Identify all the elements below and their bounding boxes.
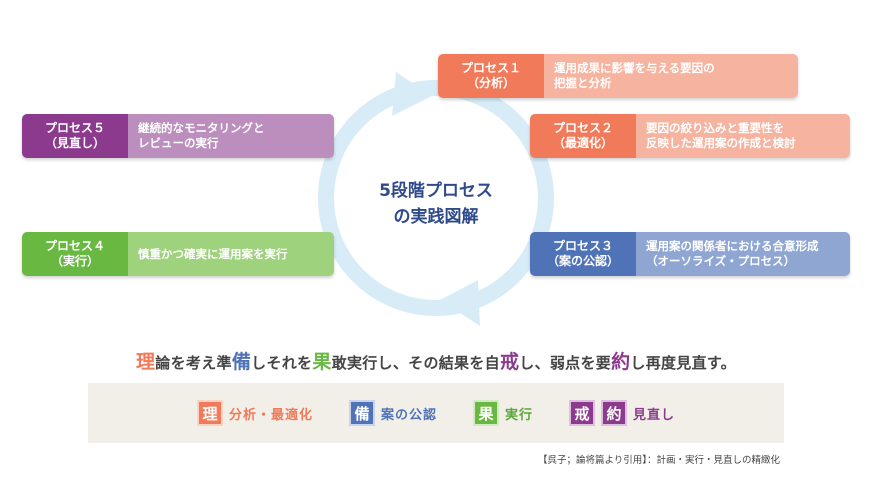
- keyword-box-ri: 理: [196, 400, 223, 426]
- process-4-desc-line1: 慎重かつ確実に運用案を実行: [138, 246, 288, 261]
- process-1-description: 運用成果に影響を与える要因の 把握と分析: [544, 54, 798, 98]
- process-4-box: プロセス４ （実行） 慎重かつ確実に運用案を実行: [22, 232, 334, 276]
- quote-text-5: し再度見直す。: [630, 354, 736, 372]
- process-2-desc-line1: 要因の絞り込みと重要性を: [646, 121, 784, 135]
- process-3-subtitle: （案の公認）: [546, 254, 619, 268]
- center-title-line1: 5段階プロセス: [379, 181, 493, 201]
- source-citation: 【呉子；論将篇より引用】：計画・実行・見直しの精緻化: [537, 455, 780, 466]
- keyword-group-execute: 果 実行: [473, 400, 533, 426]
- process-1-desc-line1: 運用成果に影響を与える要因の: [554, 61, 715, 75]
- quote-highlight-ri: 理: [135, 351, 156, 373]
- quote-highlight-bi: 備: [231, 351, 252, 373]
- quote-text-1: 論を考え準: [155, 354, 232, 372]
- process-2-tag: プロセス２ （最適化）: [530, 114, 636, 158]
- process-1-tag: プロセス１ （分析）: [438, 54, 544, 98]
- keyword-label-analysis: 分析・最適化: [228, 407, 313, 423]
- process-5-desc-line1: 継続的なモニタリングと: [138, 121, 265, 135]
- process-2-subtitle: （最適化）: [552, 136, 613, 150]
- cycle-ring: [318, 80, 554, 316]
- keyword-box-kai: 戒: [569, 400, 596, 426]
- quote-highlight-yaku: 約: [611, 351, 631, 373]
- cycle-arrow-top: [392, 72, 432, 116]
- center-title-line2: の実践図解: [393, 207, 479, 227]
- quote-highlight-kai: 戒: [499, 351, 520, 373]
- process-1-desc-line2: 把握と分析: [554, 76, 612, 90]
- process-3-desc-line1: 運用案の関係者における合意形成: [646, 239, 819, 253]
- process-1-subtitle: （分析）: [466, 76, 515, 90]
- quote-text-4: し、弱点を要: [519, 354, 612, 372]
- quote-highlight-ka: 果: [312, 351, 332, 373]
- process-2-title: プロセス２: [552, 121, 613, 135]
- keyword-box-yaku: 約: [601, 400, 628, 426]
- process-2-description: 要因の絞り込みと重要性を 反映した運用案の作成と検討: [636, 114, 850, 158]
- keyword-label-execute: 実行: [505, 407, 534, 423]
- quote-text-3: 敢実行し、その結果を自: [331, 354, 500, 372]
- process-1-box: プロセス１ （分析） 運用成果に影響を与える要因の 把握と分析: [438, 54, 798, 98]
- cycle-arrow-bottom: [440, 280, 480, 326]
- process-5-subtitle: （見直し）: [44, 136, 105, 150]
- keyword-group-review: 戒 約 見直し: [569, 400, 675, 426]
- process-1-title: プロセス１: [460, 61, 521, 75]
- process-5-description: 継続的なモニタリングと レビューの実行: [128, 114, 334, 158]
- keyword-box-bi: 備: [348, 400, 375, 426]
- process-4-title: プロセス４: [44, 239, 105, 253]
- process-3-title: プロセス３: [552, 239, 613, 253]
- quote-sentence: 理論を考え準備しそれを果敢実行し、その結果を自戒し、弱点を要約し再度見直す。: [0, 347, 872, 374]
- process-3-tag: プロセス３ （案の公認）: [530, 232, 636, 276]
- process-4-subtitle: （実行）: [50, 254, 99, 268]
- keyword-group-authorize: 備 案の公認: [348, 400, 437, 426]
- keyword-band: 理 分析・最適化 備 案の公認 果 実行 戒 約 見直し: [88, 383, 784, 443]
- keyword-box-ka: 果: [473, 400, 499, 426]
- process-4-description: 慎重かつ確実に運用案を実行: [128, 232, 334, 276]
- process-2-box: プロセス２ （最適化） 要因の絞り込みと重要性を 反映した運用案の作成と検討: [530, 114, 850, 158]
- process-5-box: プロセス５ （見直し） 継続的なモニタリングと レビューの実行: [22, 114, 334, 158]
- process-5-title: プロセス５: [44, 121, 105, 135]
- quote-text-2: しそれを: [251, 354, 313, 372]
- keyword-label-review: 見直し: [633, 407, 676, 423]
- process-4-tag: プロセス４ （実行）: [22, 232, 128, 276]
- process-2-desc-line2: 反映した運用案の作成と検討: [646, 136, 796, 150]
- process-3-desc-line2: （オーソライズ・プロセス）: [646, 254, 796, 268]
- process-3-box: プロセス３ （案の公認） 運用案の関係者における合意形成 （オーソライズ・プロセ…: [530, 232, 850, 276]
- center-title: 5段階プロセス の実践図解: [336, 178, 536, 230]
- keyword-group-analysis: 理 分析・最適化: [196, 400, 313, 426]
- keyword-label-authorize: 案の公認: [380, 407, 437, 423]
- process-5-tag: プロセス５ （見直し）: [22, 114, 128, 158]
- process-5-desc-line2: レビューの実行: [138, 136, 219, 150]
- process-3-description: 運用案の関係者における合意形成 （オーソライズ・プロセス）: [636, 232, 850, 276]
